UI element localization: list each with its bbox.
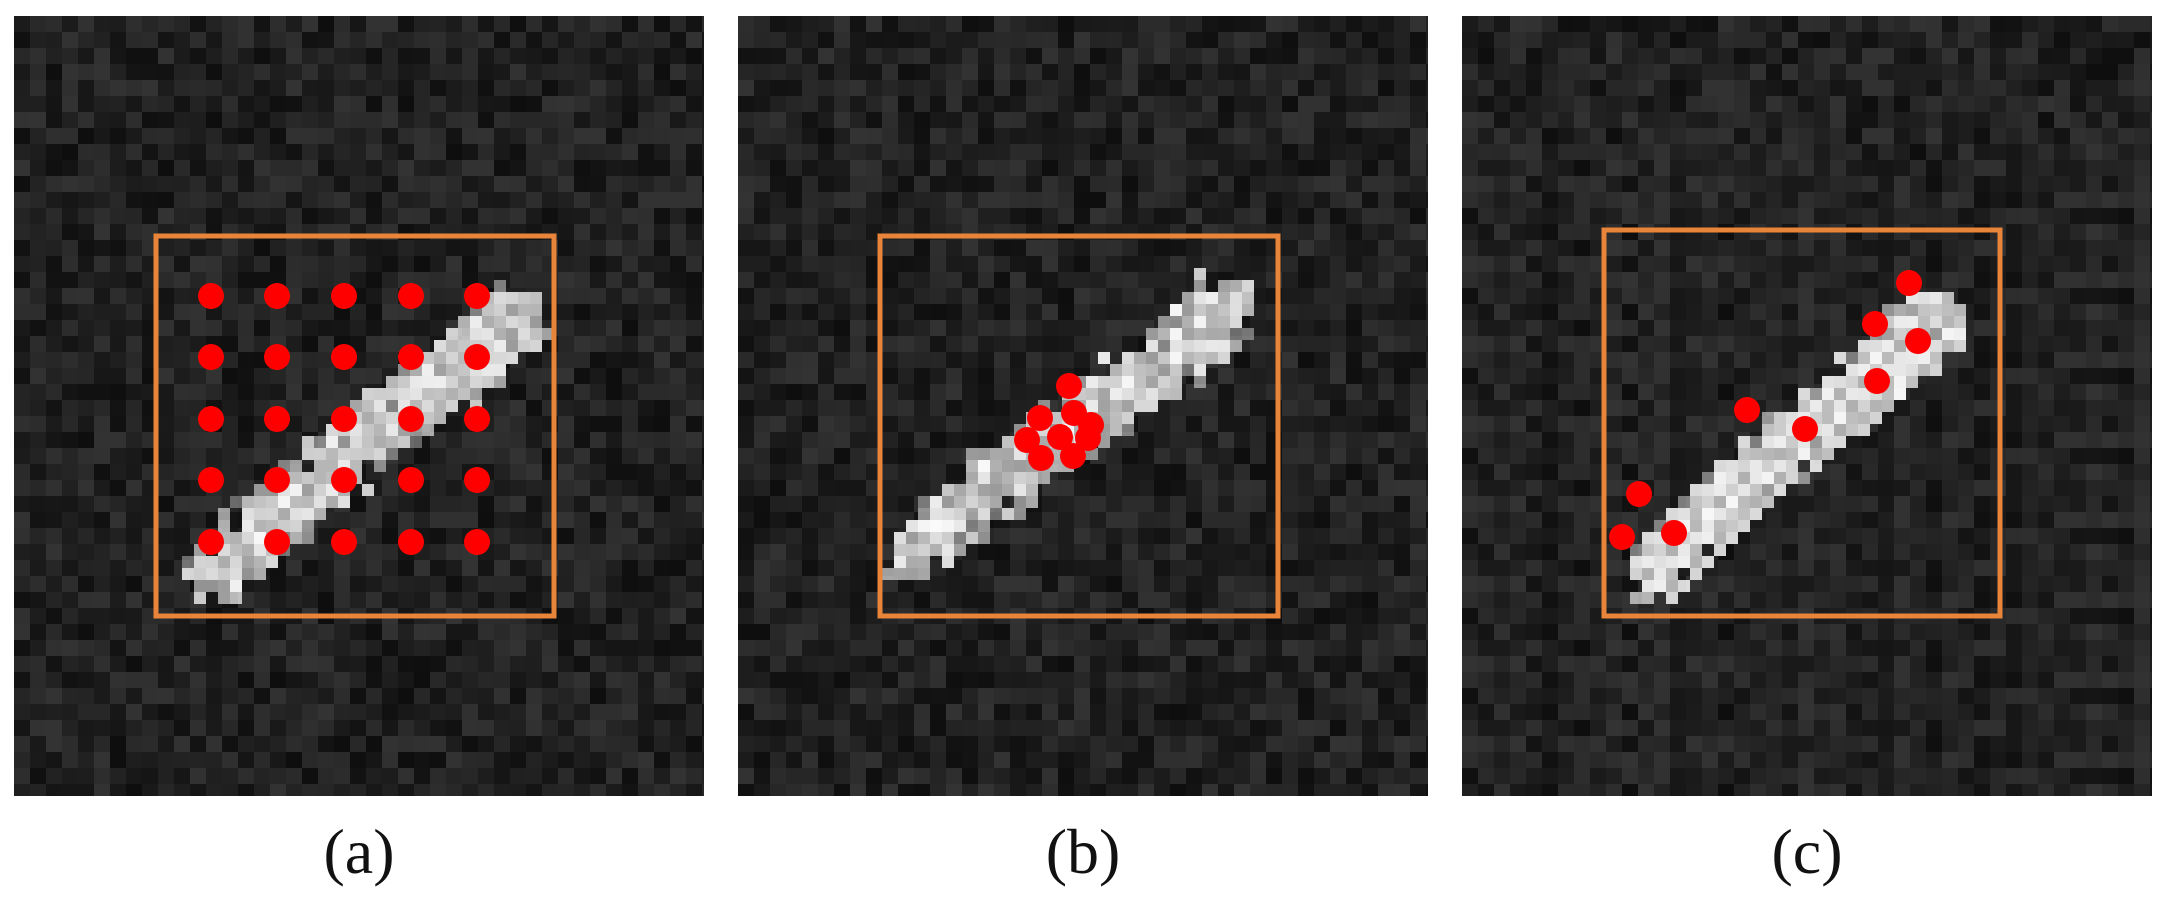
sample-point: [1661, 520, 1687, 546]
panel-a-image: [14, 16, 704, 796]
panel-b-caption: (b): [1045, 816, 1121, 887]
sample-point: [1609, 524, 1635, 550]
sample-point: [331, 406, 357, 432]
bright-object: [882, 268, 1254, 580]
sample-point: [264, 406, 290, 432]
sample-point: [398, 529, 424, 555]
sample-point: [264, 344, 290, 370]
sample-point: [1027, 405, 1053, 431]
sample-point: [464, 406, 490, 432]
sample-point: [1734, 397, 1760, 423]
panel-a-svg: [14, 16, 704, 796]
sample-point: [398, 344, 424, 370]
sample-point: [464, 529, 490, 555]
sample-point: [1056, 373, 1082, 399]
panel-c-caption: (c): [1771, 816, 1843, 887]
sample-point: [198, 344, 224, 370]
bounding-box: [1601, 227, 2003, 619]
sample-point: [1075, 425, 1101, 451]
sample-point: [331, 529, 357, 555]
sample-point: [464, 344, 490, 370]
sample-point: [198, 467, 224, 493]
sample-point: [1792, 416, 1818, 442]
panel-c-svg: [1462, 16, 2152, 796]
sample-point: [331, 344, 357, 370]
sample-point: [264, 467, 290, 493]
sample-point: [331, 283, 357, 309]
sample-point: [1028, 445, 1054, 471]
sample-point: [1905, 328, 1931, 354]
sample-point: [464, 467, 490, 493]
sample-point: [1896, 270, 1922, 296]
panel-a-caption: (a): [323, 816, 395, 887]
panel-b-image: [738, 16, 1428, 796]
bounding-box: [877, 233, 1281, 619]
sample-point: [198, 406, 224, 432]
sample-point: [1047, 424, 1073, 450]
panel-b-svg: [738, 16, 1428, 796]
bounding-box: [153, 233, 557, 619]
sample-point: [1864, 368, 1890, 394]
sample-point: [198, 283, 224, 309]
sample-point: [198, 529, 224, 555]
panel-c-image: [1462, 16, 2152, 796]
sample-point: [464, 283, 490, 309]
sample-point: [331, 467, 357, 493]
sample-point: [264, 283, 290, 309]
sample-point: [1014, 427, 1040, 453]
sample-point: [398, 283, 424, 309]
sample-point: [1060, 443, 1086, 469]
sample-point: [1862, 311, 1888, 337]
sample-point: [1626, 481, 1652, 507]
sample-point: [398, 406, 424, 432]
sample-point: [264, 529, 290, 555]
sample-point: [398, 467, 424, 493]
